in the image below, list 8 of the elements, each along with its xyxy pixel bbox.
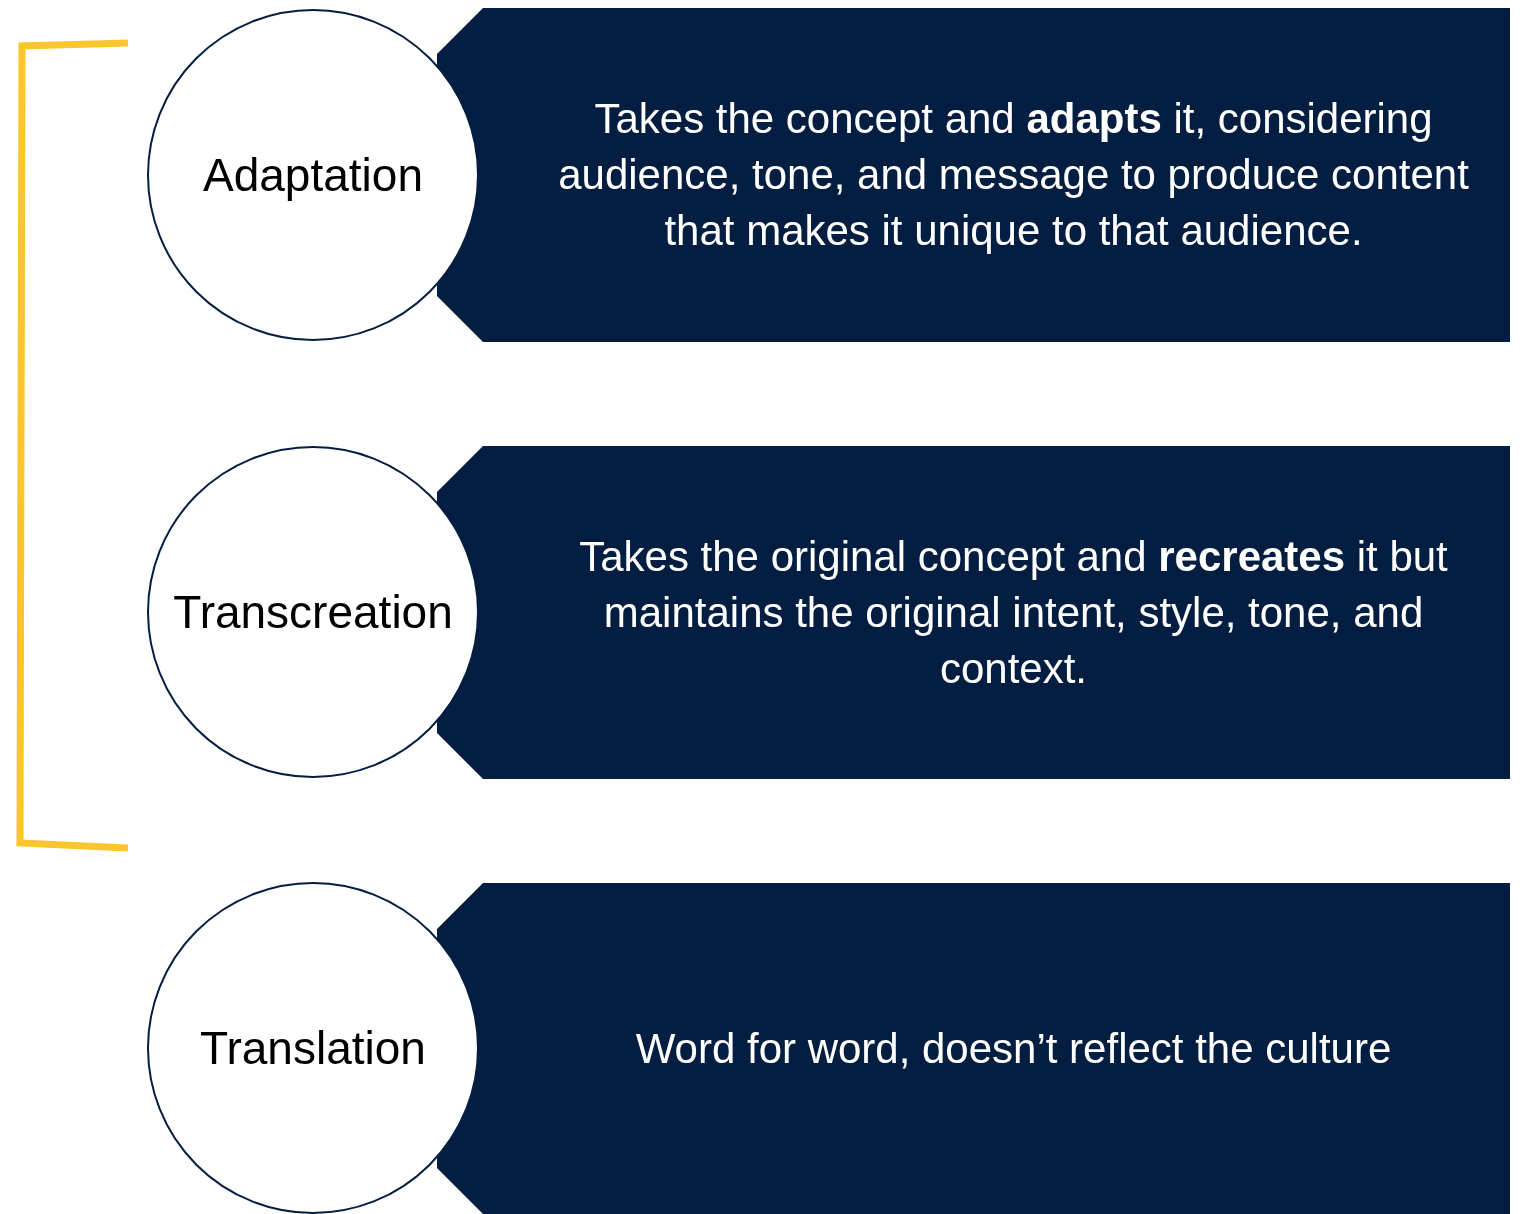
description-text: Takes the original concept and recreates it but maintains the original intent, style, tone, and context.	[578, 531, 1449, 694]
description-text: Takes the concept and adapts it, considering audience, tone, and message to produce content that makes it unique to that audience.	[557, 94, 1470, 256]
term-label: Adaptation	[203, 148, 423, 202]
description-text: Word for word, doesn’t reflect the culture	[634, 1023, 1393, 1074]
term-label: Transcreation	[173, 585, 453, 639]
banner	[437, 883, 1510, 1214]
term-label: Translation	[200, 1021, 426, 1075]
banner	[437, 8, 1510, 342]
